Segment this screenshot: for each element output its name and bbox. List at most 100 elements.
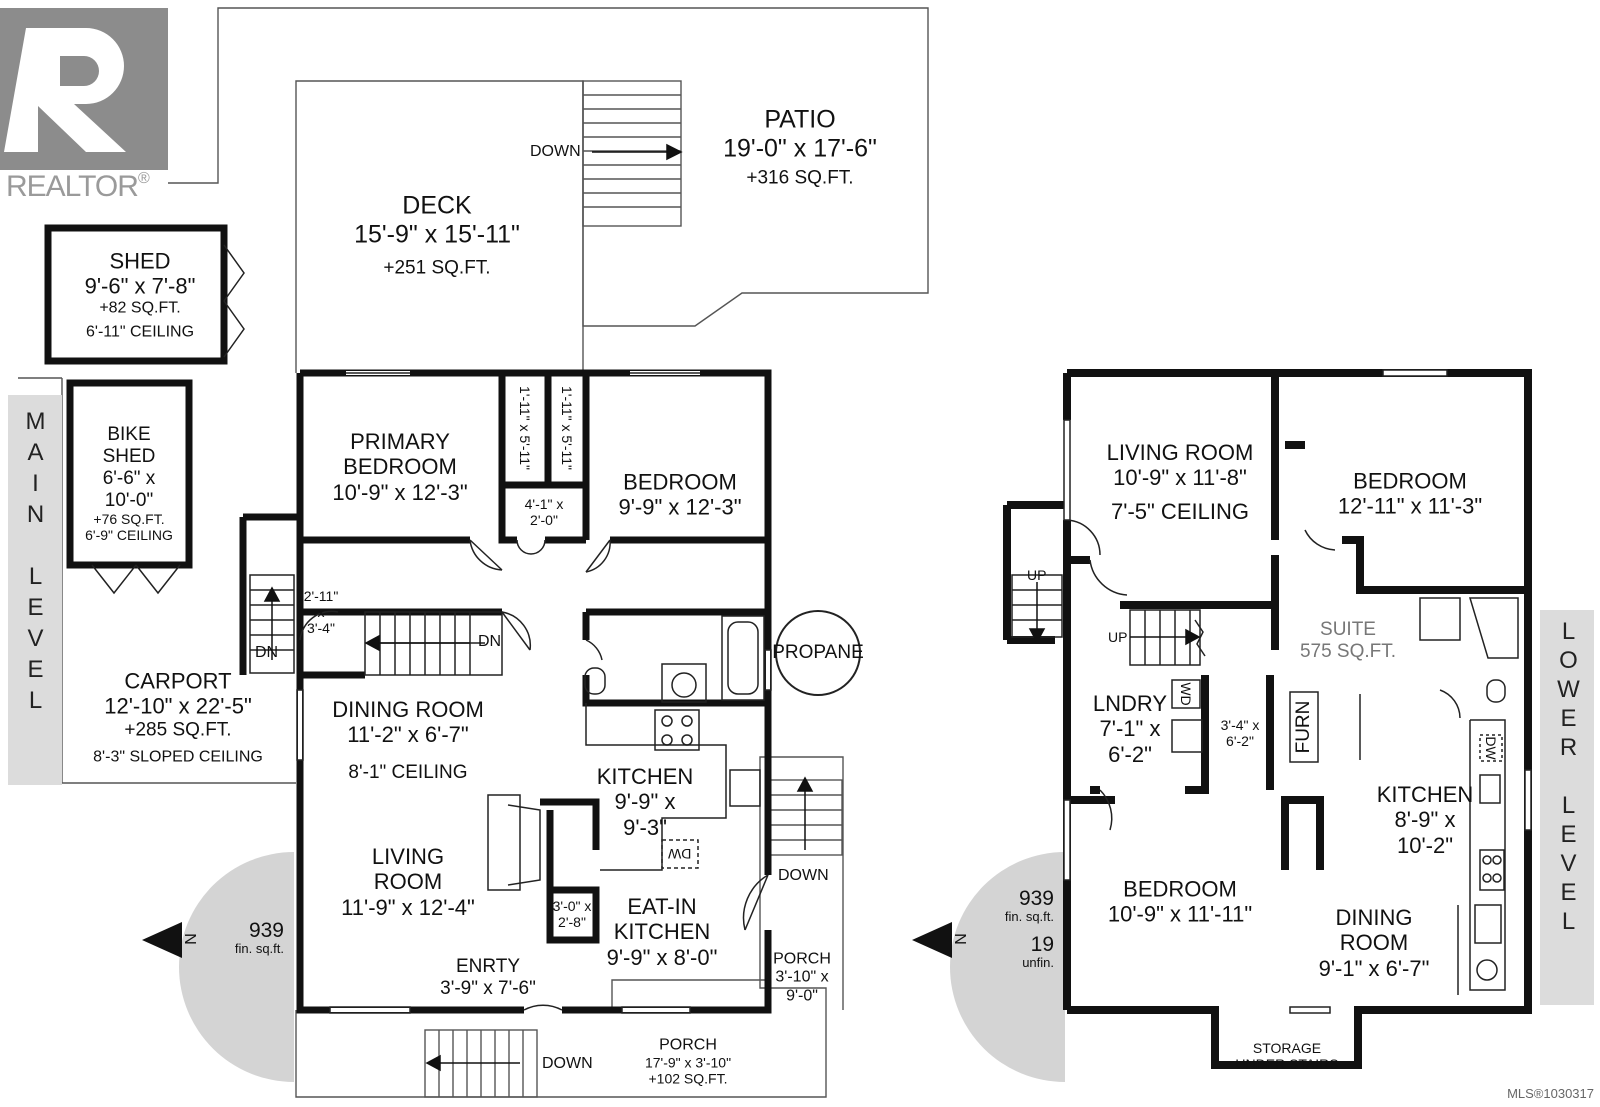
main-north-label: N [182,933,200,945]
lower-kitchen-dims2: 10'-2" [1396,832,1454,858]
stair-dn-left: DN [255,644,279,661]
main-level-text: MAIN LEVEL [22,408,49,718]
closet-e-dims1: 3'-0" x [552,897,592,914]
carport-dims: 12'-10" x 22'-5" [104,693,252,719]
lower-kitchen-name: KITCHEN [1376,782,1474,808]
lower-closet-dims2: 6'-2" [1226,733,1254,749]
lower-dining-room-dims: 9'-1" x 6'-7" [1318,955,1430,981]
lower-kitchen-dims1: 8'-9" x [1394,807,1456,833]
laundry-name: LNDRY [1092,691,1168,717]
closet-c-dims2: 2'-0" [530,512,558,528]
storage-name2: UNDER STAIRS [1235,1056,1339,1072]
bedroom-label: BEDROOM 9'-9" x 12'-3" [618,470,741,521]
furn-label: FURN [1293,700,1314,754]
primary-bedroom-name1: PRIMARY [350,429,450,455]
entry-label: ENRTY 3'-9" x 7'-6" [440,956,536,1000]
lower-kitchen-label: KITCHEN 8'-9" x 10'-2" [1377,782,1474,858]
carport-name: CARPORT [124,668,232,694]
lower-fin-unit: fin. sq.ft. [1004,909,1054,925]
lower-living-room-ceiling: 7'-5" CEILING [1111,498,1249,524]
main-sqft-value: 939 [248,919,284,942]
stair-arrows [263,143,814,1072]
lower-compass [950,852,1065,1082]
lower-bedroom-top-name: BEDROOM [1353,468,1467,494]
lower-bedroom-bottom-dims: 10'-9" x 11'-11" [1107,902,1253,927]
storage-label: STORAGE UNDER STAIRS [1235,1040,1338,1072]
lower-fin-value: 939 [1018,887,1054,910]
closet-d-dims2: x [317,603,325,620]
suite-label: SUITE 575 SQ.FT. [1300,619,1396,663]
closet-d-dims3: 3'-4" [307,620,335,637]
lower-dining-room-name2: ROOM [1339,930,1409,956]
stair-up-left: UP [1027,567,1047,583]
lower-closet-dims1: 3'-4" x [1220,716,1260,733]
lower-unfin-unit: unfin. [1022,954,1054,970]
lower-sqft-summary: 939 fin. sq.ft. 19 unfin. [982,887,1054,970]
laundry-dims2: 6'-2" [1108,741,1152,767]
porch-front-dims: 17'-9" x 3'-10" [644,1055,732,1072]
main-dw-label: DW [668,846,692,862]
dining-room-ceiling: 8'-1" CEILING [348,761,468,783]
bike-shed-dims1: 6'-6" x [102,467,156,489]
main-sqft-summary: 939 fin. sq.ft. [210,919,284,957]
main-sqft-unit: fin. sq.ft. [234,941,284,957]
lower-living-room-name: LIVING ROOM [1106,440,1254,466]
eat-in-kitchen-name2: KITCHEN [613,919,711,945]
lower-level-tab [1540,610,1594,1005]
suite-area: 575 SQ.FT. [1299,641,1397,662]
shed-dims: 9'-6" x 7'-8" [84,273,196,299]
main-north-arrow [142,922,182,958]
realtor-logo [0,8,168,170]
lower-living-room-dims: 10'-9" x 11'-8" [1113,465,1247,491]
eat-in-kitchen-dims: 9'-9" x 8'-0" [606,944,718,970]
realtor-registered: ® [137,170,150,187]
patio-label: PATIO 19'-0" x 17'-6" +316 SQ.FT. [723,105,877,188]
stair-down-patio: DOWN [530,143,581,160]
main-level-label: MAIN LEVEL [20,408,50,718]
primary-bedroom-name2: BEDROOM [343,454,457,480]
realtor-word: REALTOR [6,170,139,203]
lower-stair-arrows [1028,582,1201,646]
patio-stair-treads [583,94,681,208]
dining-room-name: DINING ROOM [332,696,484,722]
entry-name: ENRTY [455,956,521,978]
lower-interior [1011,369,1532,1014]
lower-north-label: N [952,933,970,945]
porch-front-name: PORCH [659,1036,717,1054]
lower-level-text: LOWER LEVEL [1555,618,1582,937]
lower-north-arrow [912,922,952,958]
lower-dw-label: DW [1483,736,1499,760]
carport-ceiling: 8'-3" SLOPED CEILING [93,749,263,767]
deck-name: DECK [402,191,472,220]
porch-side-dims2: 9'-0" [786,987,818,1005]
bike-shed-dims2: 10'-0" [104,489,154,511]
porch-side-name: PORCH [773,950,831,968]
carport-area: +285 SQ.FT. [124,719,232,741]
stair-dn-hall: DN [478,633,502,650]
kitchen-label: KITCHEN 9'-9" x 9'-3" [597,764,694,840]
entry-dims: 3'-9" x 7'-6" [440,978,536,999]
primary-bedroom-label: PRIMARY BEDROOM 10'-9" x 12'-3" [332,429,467,505]
propane-label: PROPANE [772,642,864,664]
living-room-name1: LIVING [371,844,445,870]
deck-dims: 15'-9" x 15'-11" [354,220,520,249]
lower-level-label: LOWER LEVEL [1553,618,1583,937]
bike-shed-name2: SHED [102,446,156,468]
porch-side-label: PORCH 3'-10" x 9'-0" [773,950,831,1005]
patio-name: PATIO [764,105,836,134]
closet-b-dims: 1'-11" x 5'-11" [559,385,575,471]
laundry-label: LNDRY 7'-1" x 6'-2" [1093,691,1167,767]
lower-bedroom-bottom-label: BEDROOM 10'-9" x 11'-11" [1108,877,1252,928]
lower-living-room-label: LIVING ROOM 10'-9" x 11'-8" 7'-5" CEILIN… [1107,440,1254,524]
carport-label: CARPORT 12'-10" x 22'-5" +285 SQ.FT. 8'-… [93,669,263,768]
stair-down-front: DOWN [542,1055,593,1072]
closet-a-dims: 1'-11" x 5'-11" [517,385,533,471]
closet-d-label: 2'-11" x 3'-4" [304,588,339,636]
wd-label: WD [1178,682,1194,706]
lower-closet-label: 3'-4" x 6'-2" [1221,717,1260,749]
stair-down-side: DOWN [778,867,829,884]
living-room-name2: ROOM [373,869,443,895]
bike-shed-label: BIKE SHED 6'-6" x 10'-0" +76 SQ.FT. 6'-9… [85,424,173,544]
lower-bedroom-top-dims: 12'-11" x 11'-3" [1337,494,1483,519]
primary-bedroom-dims: 10'-9" x 12'-3" [332,479,468,505]
